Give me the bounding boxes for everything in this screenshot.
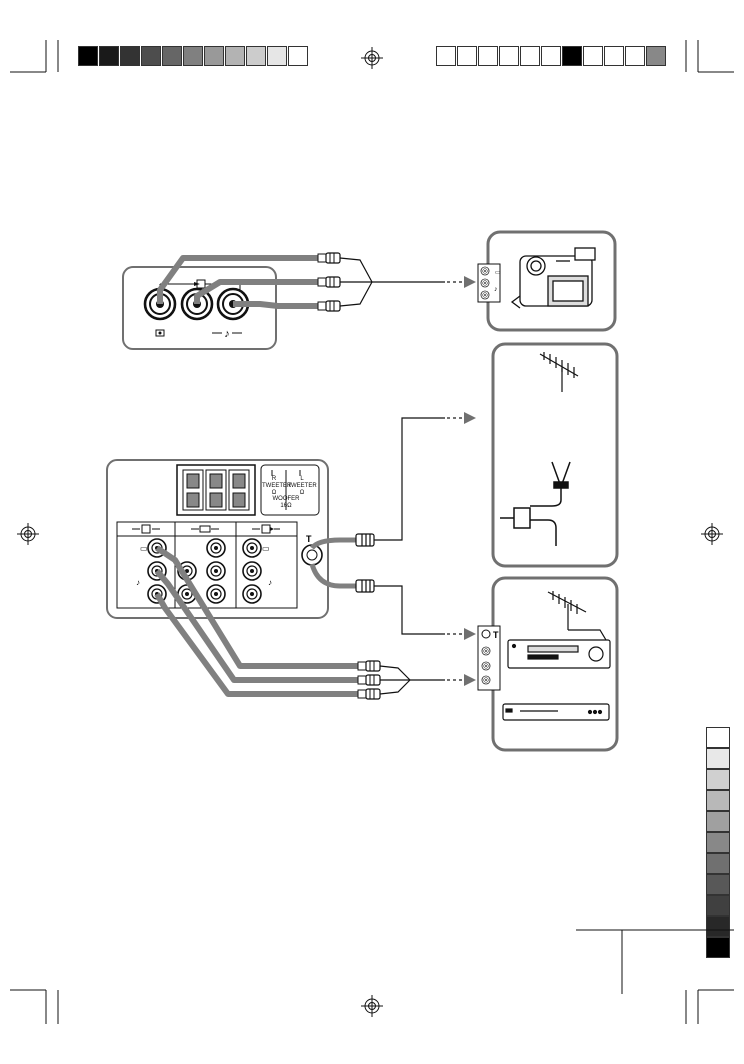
vcr-icon	[508, 640, 610, 668]
arrow-right-icon	[464, 674, 476, 686]
svg-text:♪: ♪	[136, 578, 140, 587]
arrow-right-icon	[464, 276, 476, 288]
rca-plug	[358, 675, 380, 685]
svg-text:T: T	[493, 630, 499, 640]
arrow-right-icon	[464, 412, 476, 424]
tweeter-r-label: R TWEETER Ω	[262, 476, 286, 497]
svg-text:▭: ▭	[140, 544, 148, 553]
registration-mark-icon	[361, 47, 383, 69]
svg-text:♪: ♪	[494, 286, 498, 293]
svg-text:▭: ▭	[262, 544, 270, 553]
camcorder-icon	[512, 248, 595, 308]
rca-plug	[318, 253, 340, 263]
woofer-label: WOOFER 16Ω	[271, 496, 301, 510]
svg-text:T: T	[306, 534, 312, 544]
rca-plug	[318, 301, 340, 311]
tweeter-l-label: L TWEETER Ω	[287, 476, 317, 497]
antenna-box	[493, 344, 617, 566]
dvd-player-icon	[503, 704, 609, 720]
rca-plug	[358, 661, 380, 671]
rca-plug	[358, 689, 380, 699]
registration-mark-icon	[361, 995, 383, 1017]
registration-mark-icon	[17, 523, 39, 545]
svg-text:▭: ▭	[495, 270, 501, 276]
registration-mark-icon	[701, 523, 723, 545]
svg-text:♪: ♪	[224, 328, 230, 340]
svg-text:♪: ♪	[268, 578, 272, 587]
arrow-right-icon	[464, 628, 476, 640]
rca-plug	[318, 277, 340, 287]
